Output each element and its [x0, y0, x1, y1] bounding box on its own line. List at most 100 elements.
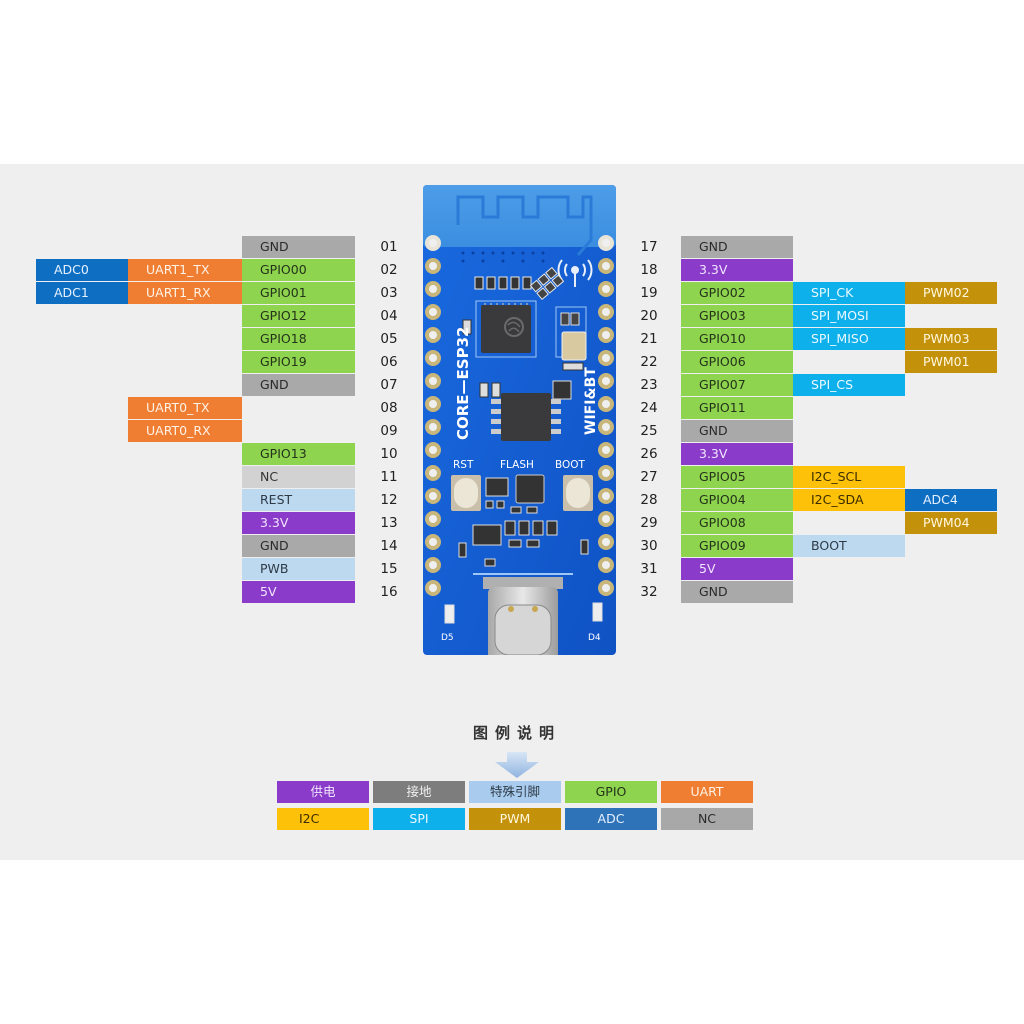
pad-hole: [602, 239, 610, 247]
pin-number: 13: [380, 515, 398, 531]
legend-title: 图例说明: [472, 724, 561, 742]
pin-label: GND: [681, 581, 793, 603]
pin-number: 04: [380, 308, 398, 324]
silkscreen-core-esp32: CORE—ESP32: [454, 327, 472, 440]
board-illustration: CORE—ESP32 WIFI&BT RST FLASH BOOT: [423, 185, 616, 665]
pad-hole: [602, 561, 610, 569]
legend-item: UART: [661, 781, 753, 803]
pin-label: GPIO03: [681, 305, 793, 327]
pad-hole: [602, 354, 610, 362]
right-castellated-pads: [598, 235, 614, 596]
pin-number: 06: [380, 354, 398, 370]
silkscreen-wifi-bt: WIFI&BT: [583, 367, 599, 435]
pin-number: 24: [640, 400, 658, 416]
pad-hole: [429, 331, 437, 339]
pad-hole: [429, 308, 437, 316]
pin-label: 3.3V: [681, 443, 793, 465]
legend-item: ADC: [565, 808, 657, 830]
pin-number: 11: [380, 469, 398, 485]
pin-label: GPIO18: [242, 328, 355, 350]
pin-alt-function: UART1_TX: [128, 259, 242, 281]
pin-number: 30: [640, 538, 658, 554]
pin-number: 03: [380, 285, 398, 301]
pin-label: GND: [242, 535, 355, 557]
legend-item: 接地: [373, 781, 465, 803]
pin-number: 28: [640, 492, 658, 508]
pad-hole: [602, 515, 610, 523]
pad-hole: [429, 515, 437, 523]
pin-label: 3.3V: [681, 259, 793, 281]
legend-item: GPIO: [565, 781, 657, 803]
legend-item: I2C: [277, 808, 369, 830]
pin-number: 08: [380, 400, 398, 416]
pin-alt-function: ADC0: [36, 259, 128, 281]
pad-hole: [602, 285, 610, 293]
pin-label: REST: [242, 489, 355, 511]
pin-label: PWB: [242, 558, 355, 580]
flash-label: FLASH: [500, 459, 534, 471]
pad-hole: [602, 377, 610, 385]
pin-alt-function: SPI_MOSI: [793, 305, 905, 327]
pin-label: GND: [242, 236, 355, 258]
pin-number: 10: [380, 446, 398, 462]
led-d4-label: D4: [588, 633, 601, 643]
pad-hole: [602, 492, 610, 500]
pin-label: GPIO10: [681, 328, 793, 350]
legend-item: NC: [661, 808, 753, 830]
pad-hole: [602, 446, 610, 454]
pin-label: GPIO19: [242, 351, 355, 373]
flash-chip: [501, 393, 551, 441]
pad-hole: [429, 377, 437, 385]
pad-hole: [429, 285, 437, 293]
pin-label: GPIO04: [681, 489, 793, 511]
pin-alt-function: BOOT: [793, 535, 905, 557]
pin-number: 25: [640, 423, 658, 439]
pin-label: GND: [681, 236, 793, 258]
left-castellated-pads: [425, 235, 441, 596]
pin-label: GPIO08: [681, 512, 793, 534]
led-d4: [592, 602, 603, 622]
pin-label: GPIO09: [681, 535, 793, 557]
pin-alt-function: ADC4: [905, 489, 997, 511]
led-d5: [444, 604, 455, 624]
pin-alt-function: UART0_RX: [128, 420, 242, 442]
pad-hole: [602, 262, 610, 270]
pin-number: 17: [640, 239, 658, 255]
pin-number: 26: [640, 446, 658, 462]
pin-label: GPIO07: [681, 374, 793, 396]
pad-hole: [429, 446, 437, 454]
pin-number: 14: [380, 538, 398, 554]
pin-number: 09: [380, 423, 398, 439]
pin-alt-function: SPI_CK: [793, 282, 905, 304]
pin-alt-function: SPI_MISO: [793, 328, 905, 350]
pad-hole: [602, 538, 610, 546]
pin-number: 21: [640, 331, 658, 347]
pin-alt-function: PWM03: [905, 328, 997, 350]
pin-label: GPIO01: [242, 282, 355, 304]
pin-label: NC: [242, 466, 355, 488]
pin-label: GPIO02: [681, 282, 793, 304]
legend-item: 特殊引脚: [469, 781, 561, 803]
pin-label: GPIO06: [681, 351, 793, 373]
pin-number: 15: [380, 561, 398, 577]
antenna-trace: [456, 195, 593, 256]
pad-hole: [429, 492, 437, 500]
legend-arrow-icon: [495, 752, 539, 778]
legend-item: PWM: [469, 808, 561, 830]
pad-hole: [429, 354, 437, 362]
pad-hole: [602, 331, 610, 339]
pin-number: 01: [380, 239, 398, 255]
pin-number: 29: [640, 515, 658, 531]
usb-serial-chip: [515, 474, 545, 504]
pad-hole: [602, 423, 610, 431]
pin-alt-function: UART0_TX: [128, 397, 242, 419]
legend-item: 供电: [277, 781, 369, 803]
pad-hole: [429, 561, 437, 569]
pin-alt-function: PWM02: [905, 282, 997, 304]
pad-hole: [429, 423, 437, 431]
pad-hole: [602, 584, 610, 592]
legend-item: SPI: [373, 808, 465, 830]
pin-alt-function: I2C_SCL: [793, 466, 905, 488]
pin-label: GPIO00: [242, 259, 355, 281]
espressif-logo: [504, 317, 524, 337]
